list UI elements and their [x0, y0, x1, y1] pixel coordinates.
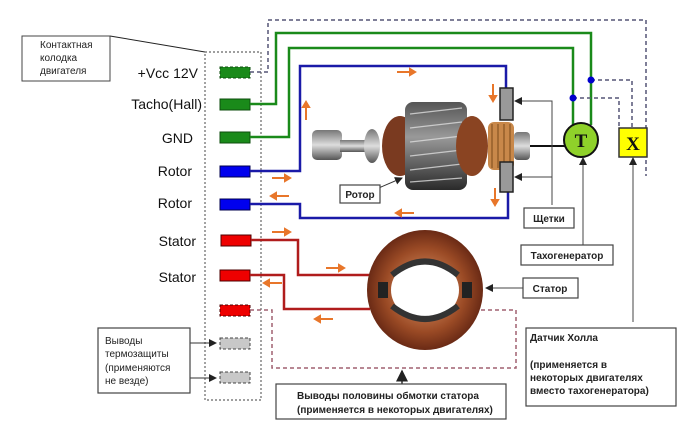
brushes-pointer-top: [514, 97, 553, 205]
hall-sensor-note-2: некоторых двигателях: [530, 373, 643, 384]
pin-label-stator-2: Stator: [159, 269, 197, 285]
pin-label-tacho: Tacho(Hall): [131, 96, 202, 112]
wire-tacho: [250, 31, 593, 125]
pin-half-winding: [219, 304, 251, 317]
connector-block-outline: [204, 51, 262, 401]
half-winding-line-1: Выводы половины обмотки статора: [297, 390, 479, 402]
pin-tacho: [219, 98, 251, 111]
pin-gnd: [219, 131, 251, 144]
current-flow-arrows: [262, 67, 500, 324]
pin-label-vcc: +Vcc 12V: [138, 65, 199, 81]
pin-label-gnd: GND: [162, 130, 193, 146]
wire-hall-tap-2: [573, 97, 620, 128]
pin-label-rotor-1: Rotor: [158, 163, 193, 179]
flow-arrow-left-up: [301, 100, 311, 120]
brush-top: [499, 87, 514, 121]
flow-arrow-brush-down-1: [488, 84, 498, 103]
thermal-line-1: Выводы: [105, 336, 142, 347]
hall-sensor-note-3: вместо тахогенератора): [530, 386, 649, 397]
hall-sensor-symbol: X: [618, 127, 648, 158]
hall-sensor-callout: Датчик Холла (применяется в некоторых дв…: [525, 327, 677, 407]
pin-labels: +Vcc 12V Tacho(Hall) GND Rotor Rotor Sta…: [131, 65, 202, 285]
wire-hall-tap-1: [591, 79, 633, 128]
wire-rotor-1: [250, 64, 508, 173]
thermal-protection-callout: Выводы термозащиты (применяются не везде…: [97, 327, 191, 394]
pin-rotor-1: [219, 165, 251, 178]
thermal-line-3: (применяются: [105, 363, 170, 374]
flow-arrow-bottom-left: [394, 208, 414, 218]
tachogenerator-callout: Тахогенератор: [520, 244, 614, 266]
thermal-line-2: термозащиты: [105, 349, 169, 360]
hall-sensor-title: Датчик Холла: [530, 333, 598, 344]
hall-letter: X: [626, 134, 640, 155]
wire-stator-2: [250, 273, 370, 311]
stator-label: Статор: [533, 284, 568, 295]
flow-arrow-stator2-b: [313, 314, 333, 324]
connector-block-title-2: колодка: [40, 53, 78, 64]
pin-thermal-2: [219, 371, 251, 384]
brushes-label: Щетки: [533, 214, 565, 225]
connector-block-callout: Контактная колодка двигателя: [21, 35, 206, 82]
stator-callout: Статор: [522, 277, 579, 299]
flow-arrow-stator1-b: [326, 263, 346, 273]
rotor-label: Ротор: [345, 190, 374, 201]
hall-sensor-note-1: (применяется в: [530, 360, 607, 371]
pin-label-stator-1: Stator: [159, 233, 197, 249]
pin-label-rotor-2: Rotor: [158, 195, 193, 211]
wire-rotor-2: [250, 190, 510, 220]
flow-arrow-rotor1: [272, 173, 292, 183]
tachogenerator-symbol: T: [563, 122, 599, 158]
half-winding-line-2: (применяется в некоторых двигателях): [297, 405, 493, 416]
pin-stator-1: [220, 234, 252, 247]
pin-rotor-2: [219, 198, 251, 211]
flow-arrow-top-right: [397, 67, 417, 77]
junction-dot-2: [569, 94, 577, 102]
stator-image: [367, 230, 483, 350]
half-winding-callout: Выводы половины обмотки статора (применя…: [275, 383, 507, 420]
thermal-line-4: не везде): [105, 376, 149, 387]
wire-gnd: [250, 46, 575, 139]
flow-arrow-brush-down-2: [490, 188, 500, 207]
flow-arrow-stator2-a: [262, 278, 282, 288]
wire-vcc-dashed: [250, 19, 647, 176]
connector-pins: [219, 66, 252, 384]
rotor-callout: Ротор: [339, 184, 381, 204]
pin-stator-2: [219, 269, 251, 282]
brushes-callout: Щетки: [523, 207, 575, 229]
tachogenerator-label: Тахогенератор: [531, 251, 604, 262]
pin-thermal-1: [219, 337, 251, 350]
rotor-armature-image: [312, 102, 566, 190]
tacho-letter: T: [575, 131, 588, 152]
flow-arrow-stator1-a: [272, 227, 292, 237]
connector-block-title-1: Контактная: [40, 40, 93, 51]
connector-block-title-3: двигателя: [40, 66, 86, 77]
flow-arrow-rotor2: [269, 191, 289, 201]
brush-bottom: [499, 161, 514, 193]
junction-dot-1: [587, 76, 595, 84]
wire-stator-1: [251, 238, 370, 277]
pin-vcc: [219, 66, 251, 79]
